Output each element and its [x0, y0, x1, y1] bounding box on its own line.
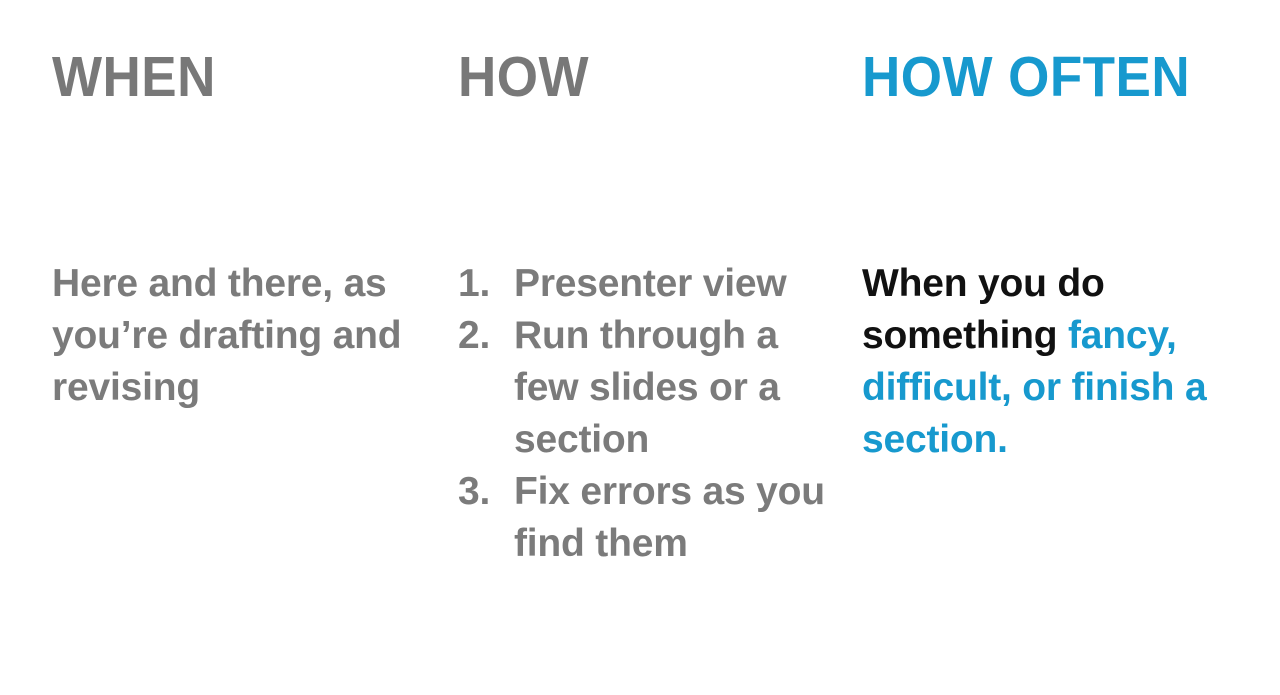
- list-item-label: Run through a few slides or a section: [514, 314, 780, 461]
- list-item-label: Fix errors as you find them: [514, 470, 825, 565]
- column-heading-how: HOW: [458, 45, 589, 109]
- list-item-marker: 2.: [458, 314, 491, 357]
- column-body-when: Here and there, as you’re drafting and r…: [52, 262, 402, 409]
- body-run-blue: fancy, difficult, or finish a section.: [862, 314, 1207, 461]
- list-item-label: Presenter view: [514, 262, 787, 305]
- how-numbered-list: 1. Presenter view 2. Run through a few s…: [458, 258, 848, 570]
- list-item: 1. Presenter view: [458, 258, 848, 310]
- column-heading-when: WHEN: [52, 45, 216, 109]
- list-item: 2. Run through a few slides or a section: [458, 310, 848, 466]
- column-when: WHEN Here and there, as you’re drafting …: [52, 0, 432, 695]
- body-run-black: When you do something: [862, 262, 1105, 357]
- column-how: HOW 1. Presenter view 2. Run through a f…: [458, 0, 848, 695]
- column-how-often: HOW OFTEN When you do something fancy, d…: [862, 0, 1262, 695]
- list-item-marker: 3.: [458, 470, 491, 513]
- column-body-how-often: When you do something fancy, difficult, …: [862, 258, 1262, 466]
- column-heading-how-often: HOW OFTEN: [862, 45, 1191, 109]
- list-item-marker: 1.: [458, 262, 491, 305]
- list-item: 3. Fix errors as you find them: [458, 466, 848, 570]
